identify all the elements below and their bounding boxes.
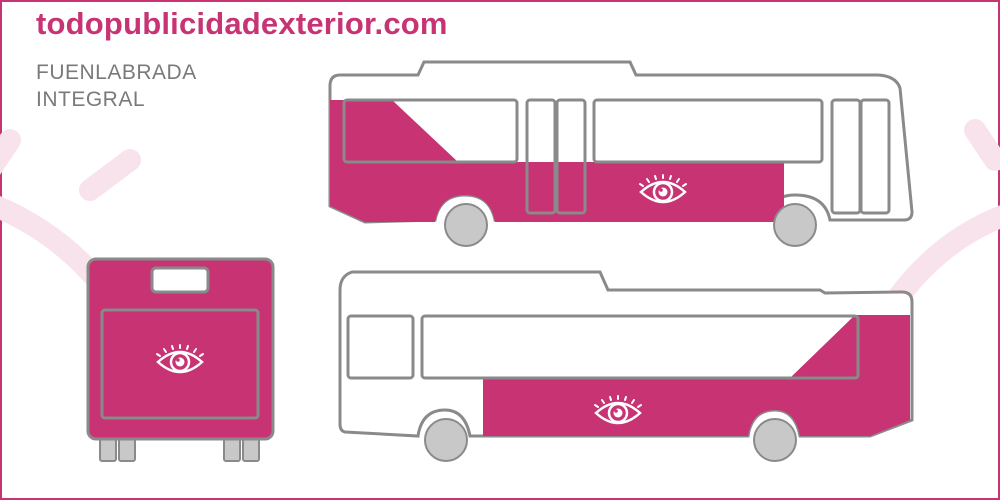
bus-rear-view xyxy=(86,257,275,462)
bus-side-right xyxy=(328,60,914,247)
wheel xyxy=(424,418,468,462)
site-title[interactable]: todopublicidadexterior.com xyxy=(36,6,448,41)
wheel xyxy=(444,203,488,247)
bus-side-left xyxy=(338,270,914,462)
location-label: FUENLABRADA xyxy=(36,61,197,84)
type-label: INTEGRAL xyxy=(36,88,146,111)
wheel xyxy=(773,203,817,247)
wheel xyxy=(753,418,797,462)
